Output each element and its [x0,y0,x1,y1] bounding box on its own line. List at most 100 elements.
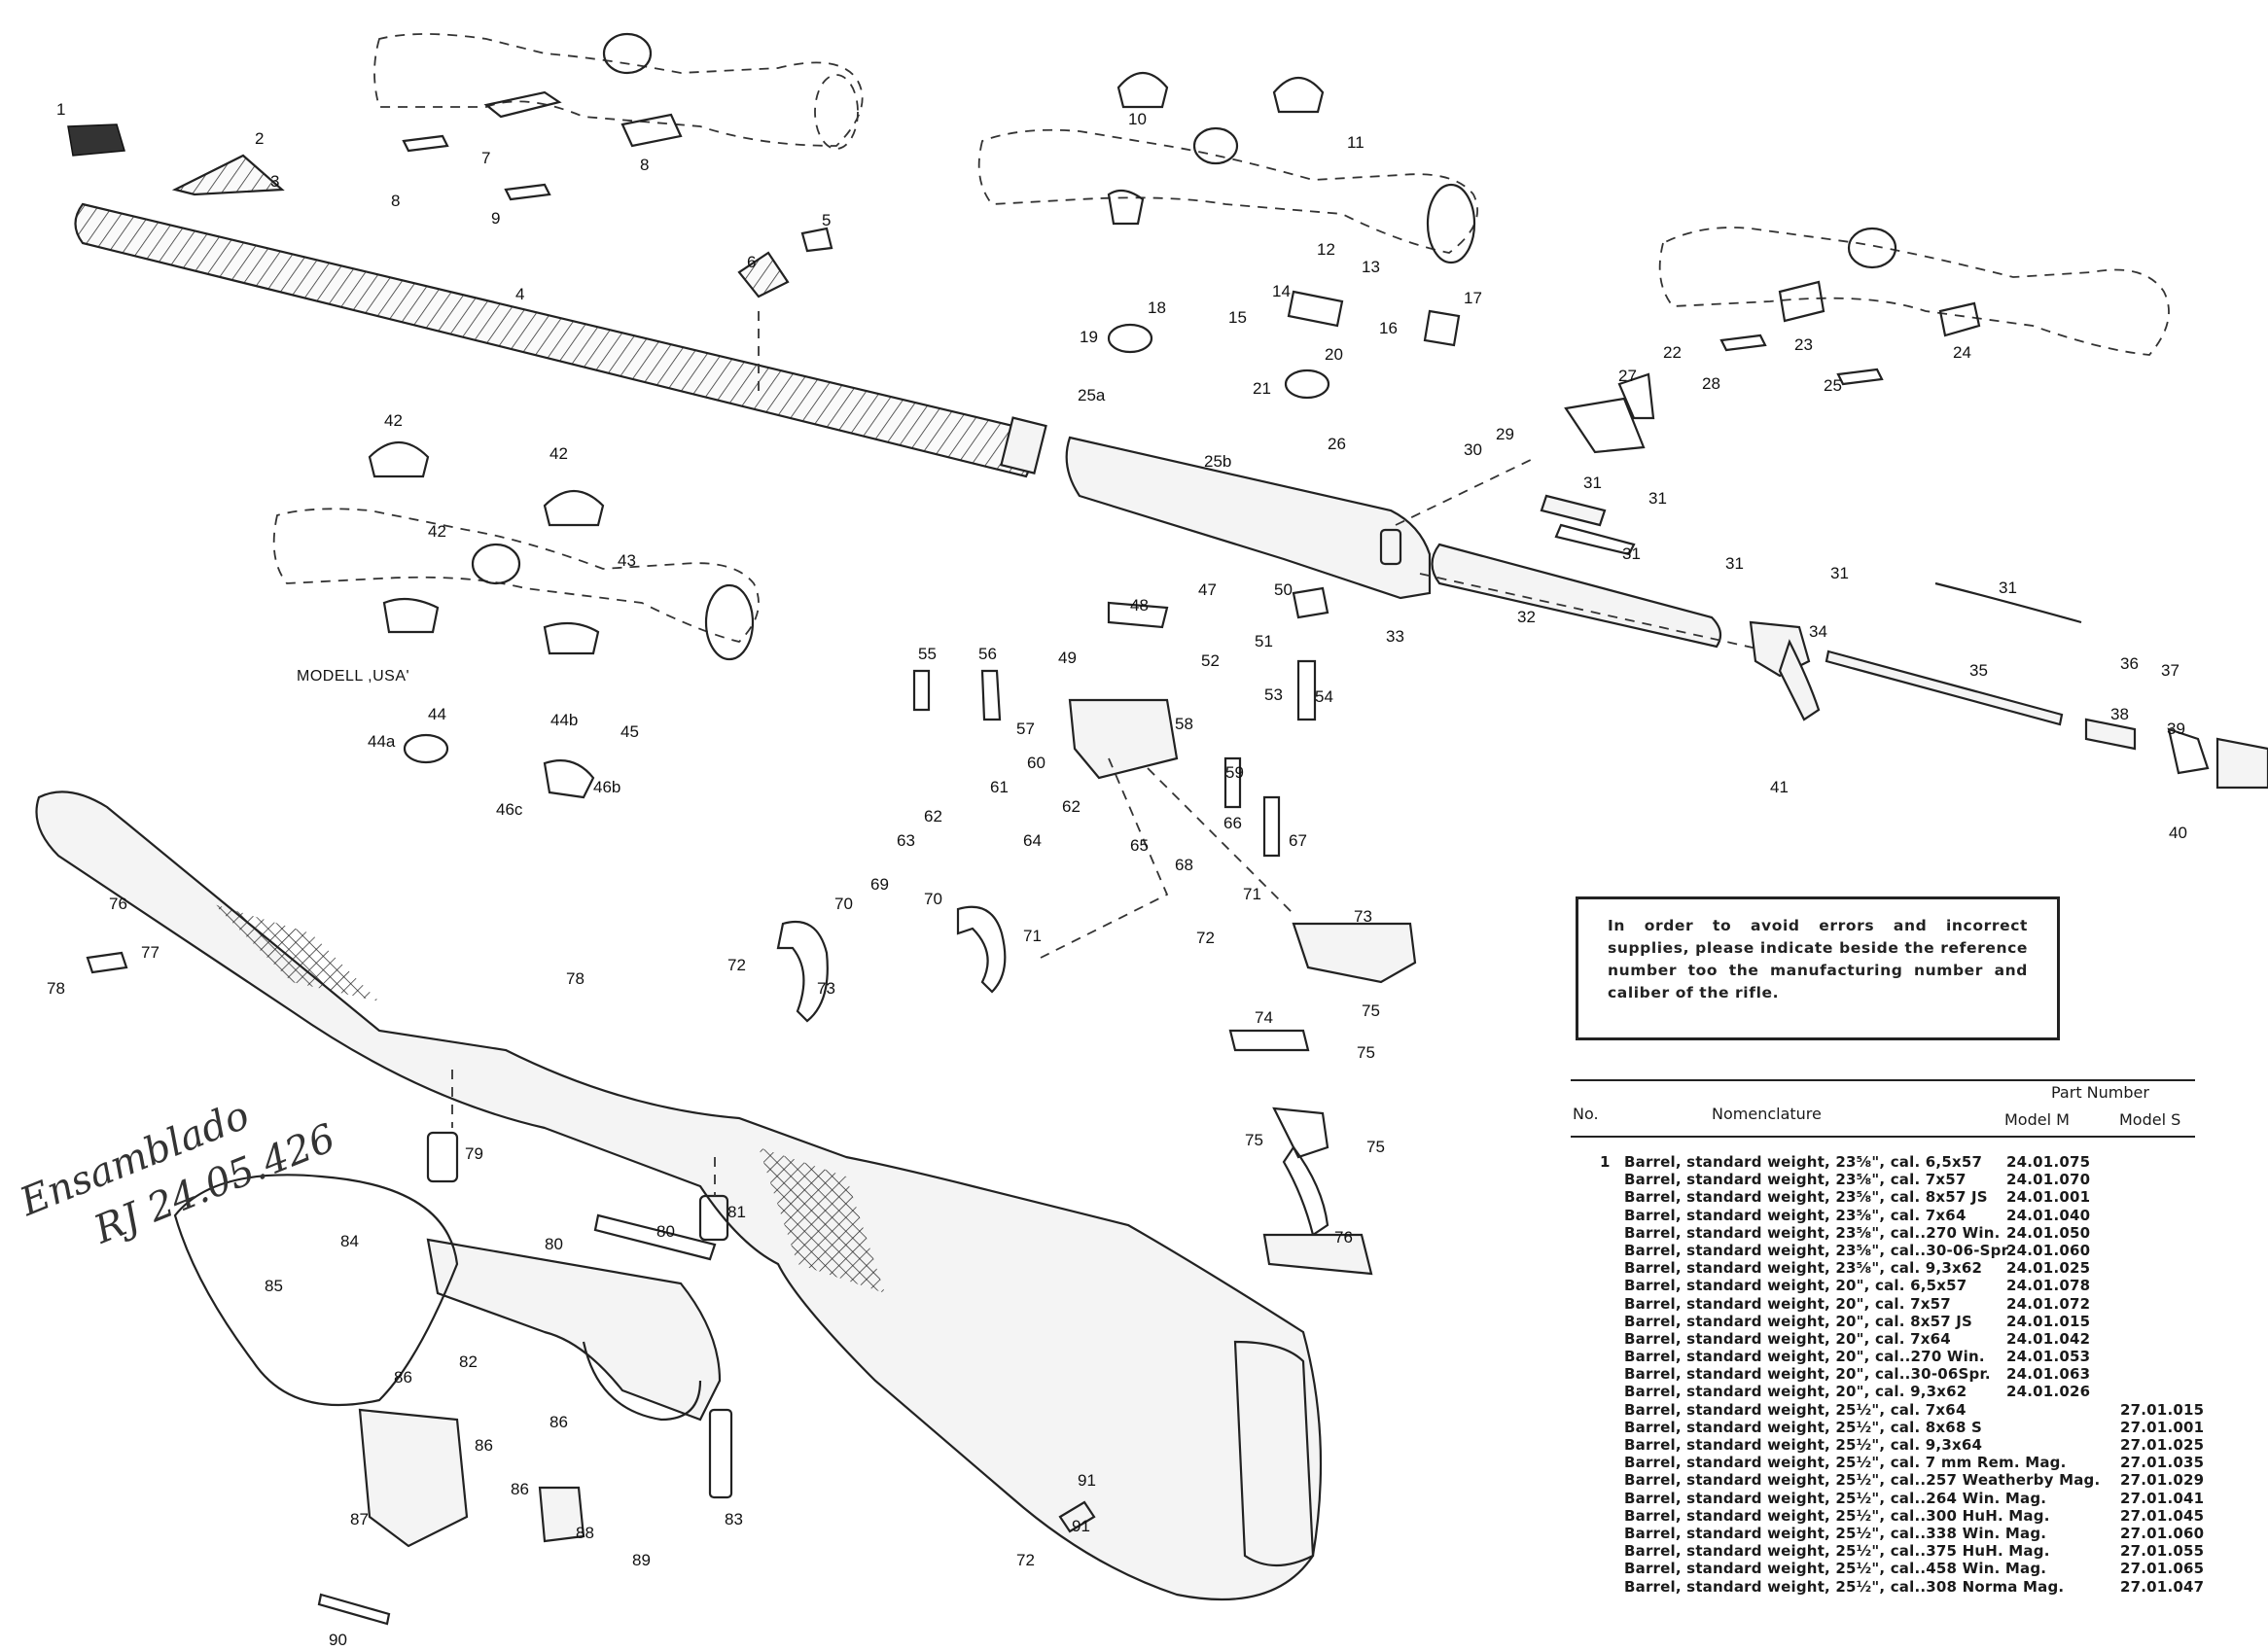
callout-label: 44a [368,732,396,751]
callout-label: 7 [481,149,490,167]
callout-label: 21 [1253,379,1271,398]
parts-table: No. Nomenclature Part Number Model M Mod… [1571,1079,2204,1596]
part-row-nomenclature: Barrel, standard weight, 20", cal..270 W… [1624,1348,1985,1366]
callout-label: 87 [350,1510,369,1528]
part-row-nomenclature: Barrel, standard weight, 25½", cal. 7 mm… [1624,1454,2067,1472]
callout-label: 14 [1272,282,1291,300]
part-row-model-s: 27.01.041 [2120,1489,2205,1507]
callout-label: 90 [329,1631,347,1649]
callout-label: 86 [475,1436,493,1455]
callout-label: 25b [1204,452,1231,471]
bolt-body [1431,494,1722,649]
part-row-nomenclature: Barrel, standard weight, 23⅝", cal..30-0… [1624,1241,2012,1259]
table-row: Barrel, standard weight, 20", cal..270 W… [1571,1348,2195,1365]
table-row: Barrel, standard weight, 25½", cal..257 … [1571,1471,2204,1490]
safety-parts [1395,372,1771,652]
callout-label: 44b [550,711,578,729]
callout-label: 71 [1243,885,1261,903]
callout-label: 43 [618,551,636,570]
callout-label: 73 [1354,907,1372,926]
table-row: Barrel, standard weight, 25½", cal..458 … [1571,1560,2204,1577]
callout-label: 40 [2169,824,2187,842]
table-row: Barrel, standard weight, 23⅝", cal..30-0… [1571,1242,2195,1259]
callout-labels: 1 2 3 4 5 6 7 8 8 9 10 11 12 13 14 15 16… [47,100,2187,1649]
callout-label: 8 [391,192,400,210]
table-row: Barrel, standard weight, 23⅝", cal. 7x57… [1571,1171,2195,1188]
front-sight-parts [67,123,833,299]
callout-label: 57 [1016,720,1035,738]
callout-label: 30 [1464,440,1482,459]
header-nomenclature: Nomenclature [1712,1105,1822,1123]
sling-swivels [86,951,1096,1533]
stock [35,790,1323,1601]
callout-label: 15 [1228,308,1247,327]
callout-label: 26 [1328,435,1346,453]
callout-label: 35 [1969,661,1988,680]
model-label: MODELL ,USA' [297,668,409,685]
part-row-nomenclature: Barrel, standard weight, 20", cal. 6,5x5… [1624,1277,1967,1295]
part-row-model-s: 27.01.045 [2120,1506,2205,1525]
callout-label: 3 [270,172,279,191]
callout-label: 8 [640,156,649,174]
part-row-nomenclature: Barrel, standard weight, 25½", cal..264 … [1624,1489,2047,1507]
callout-label: 36 [2120,654,2139,673]
callout-label: 24 [1953,343,1971,362]
header-model-s: Model S [2119,1110,2181,1129]
callout-label: 31 [1830,564,1849,582]
callout-label: 67 [1289,831,1307,850]
callout-label: 63 [897,831,915,850]
callout-label: 54 [1315,687,1333,706]
magazine-parts [173,1174,585,1626]
barrel [74,202,1047,478]
callout-label: 5 [822,211,831,229]
part-row-model-s: 27.01.060 [2120,1524,2205,1542]
table-row: Barrel, standard weight, 25½", cal..338 … [1571,1524,2204,1542]
callout-label: 58 [1175,715,1193,733]
callout-label: 11 [1347,133,1364,152]
table-row: Barrel, standard weight, 25½", cal. 8x68… [1571,1419,2204,1436]
callout-label: 9 [491,209,500,228]
callout-label: 88 [576,1524,594,1542]
callout-label: 80 [656,1222,675,1241]
callout-label: 31 [1999,579,2017,597]
part-row-model-m: 24.01.072 [2006,1294,2091,1313]
callout-label: 16 [1379,319,1398,337]
callout-label: 74 [1255,1008,1273,1027]
callout-label: 85 [265,1277,283,1295]
handwritten-note: Ensamblado RJ 24.05.426 [13,1093,341,1253]
part-row-nomenclature: Barrel, standard weight, 25½", cal. 7x64 [1624,1400,1967,1419]
part-row-model-s: 27.01.055 [2120,1542,2205,1561]
part-row-nomenclature: Barrel, standard weight, 20", cal. 7x57 [1624,1294,1951,1313]
callout-label: 81 [727,1203,746,1221]
part-row-nomenclature: Barrel, standard weight, 25½", cal..257 … [1624,1471,2101,1490]
part-row-model-m: 24.01.053 [2006,1348,2091,1366]
part-row-model-m: 24.01.015 [2006,1312,2091,1330]
callout-label: 75 [1362,1001,1380,1020]
callout-label: 46c [496,800,523,819]
part-row-nomenclature: Barrel, standard weight, 23⅝", cal..270 … [1624,1223,2001,1242]
part-row-model-s: 27.01.035 [2120,1454,2205,1472]
scope-top-center [977,72,1478,264]
bolt-assembly [1749,581,2268,790]
table-row: Barrel, standard weight, 23⅝", cal. 7x64… [1571,1207,2195,1224]
scope-right [1658,227,2170,356]
callout-label: 69 [870,875,889,894]
part-row-nomenclature: Barrel, standard weight, 23⅝", cal. 6,5x… [1624,1153,1983,1171]
callout-label: 52 [1201,651,1220,670]
callout-label: 68 [1175,856,1193,874]
part-row-model-m: 24.01.001 [2006,1188,2091,1207]
part-row-nomenclature: Barrel, standard weight, 25½", cal..338 … [1624,1524,2047,1542]
callout-label: 38 [2110,705,2129,723]
receiver [1065,436,1432,600]
callout-label: 55 [918,645,937,663]
table-row: Barrel, standard weight, 20", cal..30-06… [1571,1365,2195,1383]
trigger-guard [426,1238,722,1422]
callout-label: 42 [549,444,568,463]
callout-label: 75 [1366,1138,1385,1156]
callout-label: 60 [1027,754,1045,772]
part-row-model-m: 24.01.070 [2006,1171,2091,1189]
part-row-nomenclature: Barrel, standard weight, 20", cal..30-06… [1624,1365,1991,1384]
part-row-model-s: 27.01.025 [2120,1436,2205,1454]
